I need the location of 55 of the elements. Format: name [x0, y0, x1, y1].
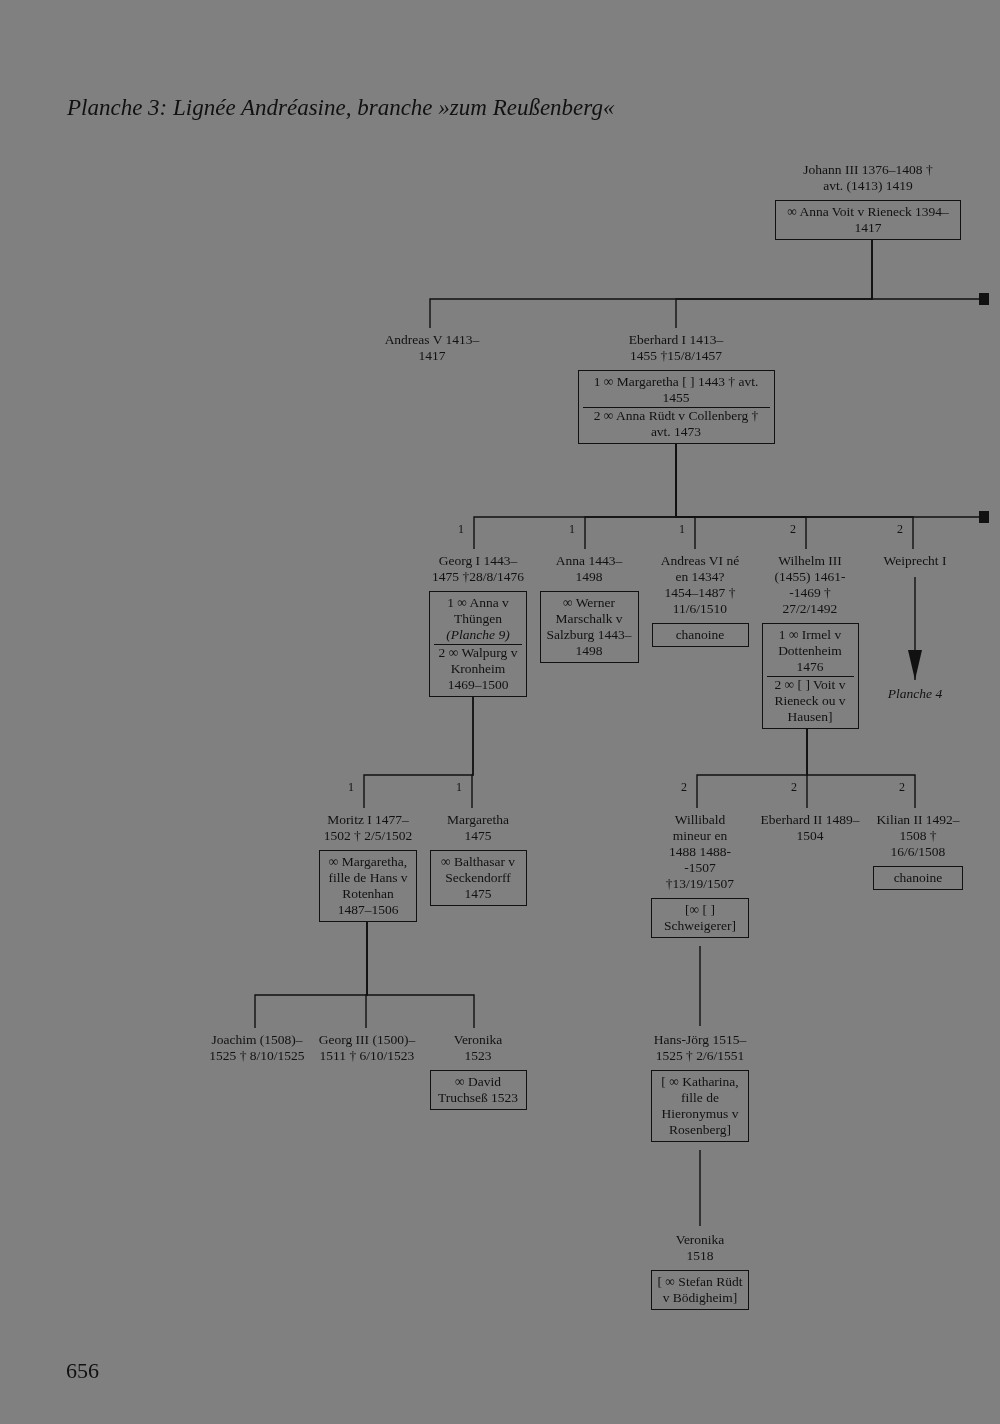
person-name: Moritz I 1477–1502 † 2/5/1502	[322, 812, 414, 844]
person-name: Georg I 1443–1475 †28/8/1476	[431, 553, 525, 585]
connector-line	[675, 443, 989, 523]
marriage-note: 1 ∞ Margaretha [ ] 1443 † avt. 1455	[592, 374, 760, 406]
connector-line	[871, 239, 989, 305]
page-number: 656	[66, 1358, 99, 1384]
edge-label: 1	[456, 781, 462, 794]
person-name: Joachim (1508)–1525 † 8/10/1525	[208, 1032, 306, 1064]
marriage-note: [ ∞ Stefan Rüdt v Bödigheim]	[656, 1274, 744, 1306]
person-name: Veronika 1523	[452, 1032, 504, 1064]
marriage-note: [∞ [ ] Schweigerer]	[663, 902, 737, 934]
marriage-note: [ ∞ Katharina, fille de Hieronymus v Rosenberg]	[660, 1074, 740, 1138]
connector-line	[806, 728, 916, 809]
edge-label: 1	[348, 781, 354, 794]
edge-label: 1	[679, 523, 685, 536]
person-name: Weiprecht I	[882, 553, 948, 569]
connector-line	[699, 945, 701, 1027]
arrow	[908, 576, 922, 681]
connector-line	[471, 696, 474, 809]
person-name: Georg III (1500)–1511 † 6/10/1523	[317, 1032, 417, 1064]
edge-label: 2	[790, 523, 796, 536]
person-name: Veronika 1518	[674, 1232, 726, 1264]
marriage-note: 2 ∞ Anna Rüdt v Collenberg † avt. 1473	[582, 407, 770, 440]
marriage-note: 2 ∞ [ ] Voit v Rieneck ou v Hausen]	[766, 676, 854, 725]
edge-label: 2	[897, 523, 903, 536]
person-name: Eberhard II 1489–1504	[760, 812, 860, 844]
person-name: Kilian II 1492–1508 † 16/6/1508	[875, 812, 961, 860]
person-name: Hans-Jörg 1515–1525 † 2/6/1551	[652, 1032, 748, 1064]
person-name: Andreas VI né en 1434? 1454–1487 † 11/6/1510	[660, 553, 740, 617]
edge-label: 2	[791, 781, 797, 794]
person-name: Andreas V 1413–1417	[383, 332, 481, 364]
person-name: Wilhelm III (1455) 1461--1469 † 27/2/1492	[773, 553, 847, 617]
marriage-note: ∞ Margaretha, fille de Hans v Rotenhan 1487–1506	[327, 854, 409, 918]
marriage-note: 1 ∞ Anna v Thüngen (Planche 9)	[445, 595, 511, 643]
marriage-note: ∞ Anna Voit v Rieneck 1394–1417	[786, 204, 950, 236]
marriage-note: 1 ∞ Irmel v Dottenheim 1476	[777, 627, 843, 675]
marriage-note: ∞ David Truchseß 1523	[436, 1074, 520, 1106]
connector-line	[699, 1149, 701, 1227]
person-name: Willibald mineur en 1488 1488--1507 †13/19/1507	[664, 812, 736, 892]
connector-line	[366, 921, 475, 1029]
edge-label: 1	[458, 523, 464, 536]
marriage-note: 2 ∞ Walpurg v Kronheim 1469–1500	[434, 644, 522, 693]
edge-label: 2	[899, 781, 905, 794]
person-name: Johann III 1376–1408 † avt. (1413) 1419	[803, 162, 933, 194]
person-name: Anna 1443–1498	[554, 553, 624, 585]
marriage-note: chanoine	[675, 627, 725, 643]
person-name: Eberhard I 1413–1455 †15/8/1457	[627, 332, 725, 364]
marriage-note: ∞ Balthasar v Seckendorff 1475	[439, 854, 517, 902]
edge-label: 2	[681, 781, 687, 794]
cross-reference: Planche 4	[886, 686, 944, 702]
marriage-note: chanoine	[893, 870, 943, 886]
marriage-note: ∞ Werner Marschalk v Salzburg 1443–1498	[545, 595, 633, 659]
plate-title: Planche 3: Lignée Andréasine, branche »zum Reußenberg«	[67, 95, 615, 121]
edge-label: 1	[569, 523, 575, 536]
person-name: Margaretha 1475	[446, 812, 510, 844]
